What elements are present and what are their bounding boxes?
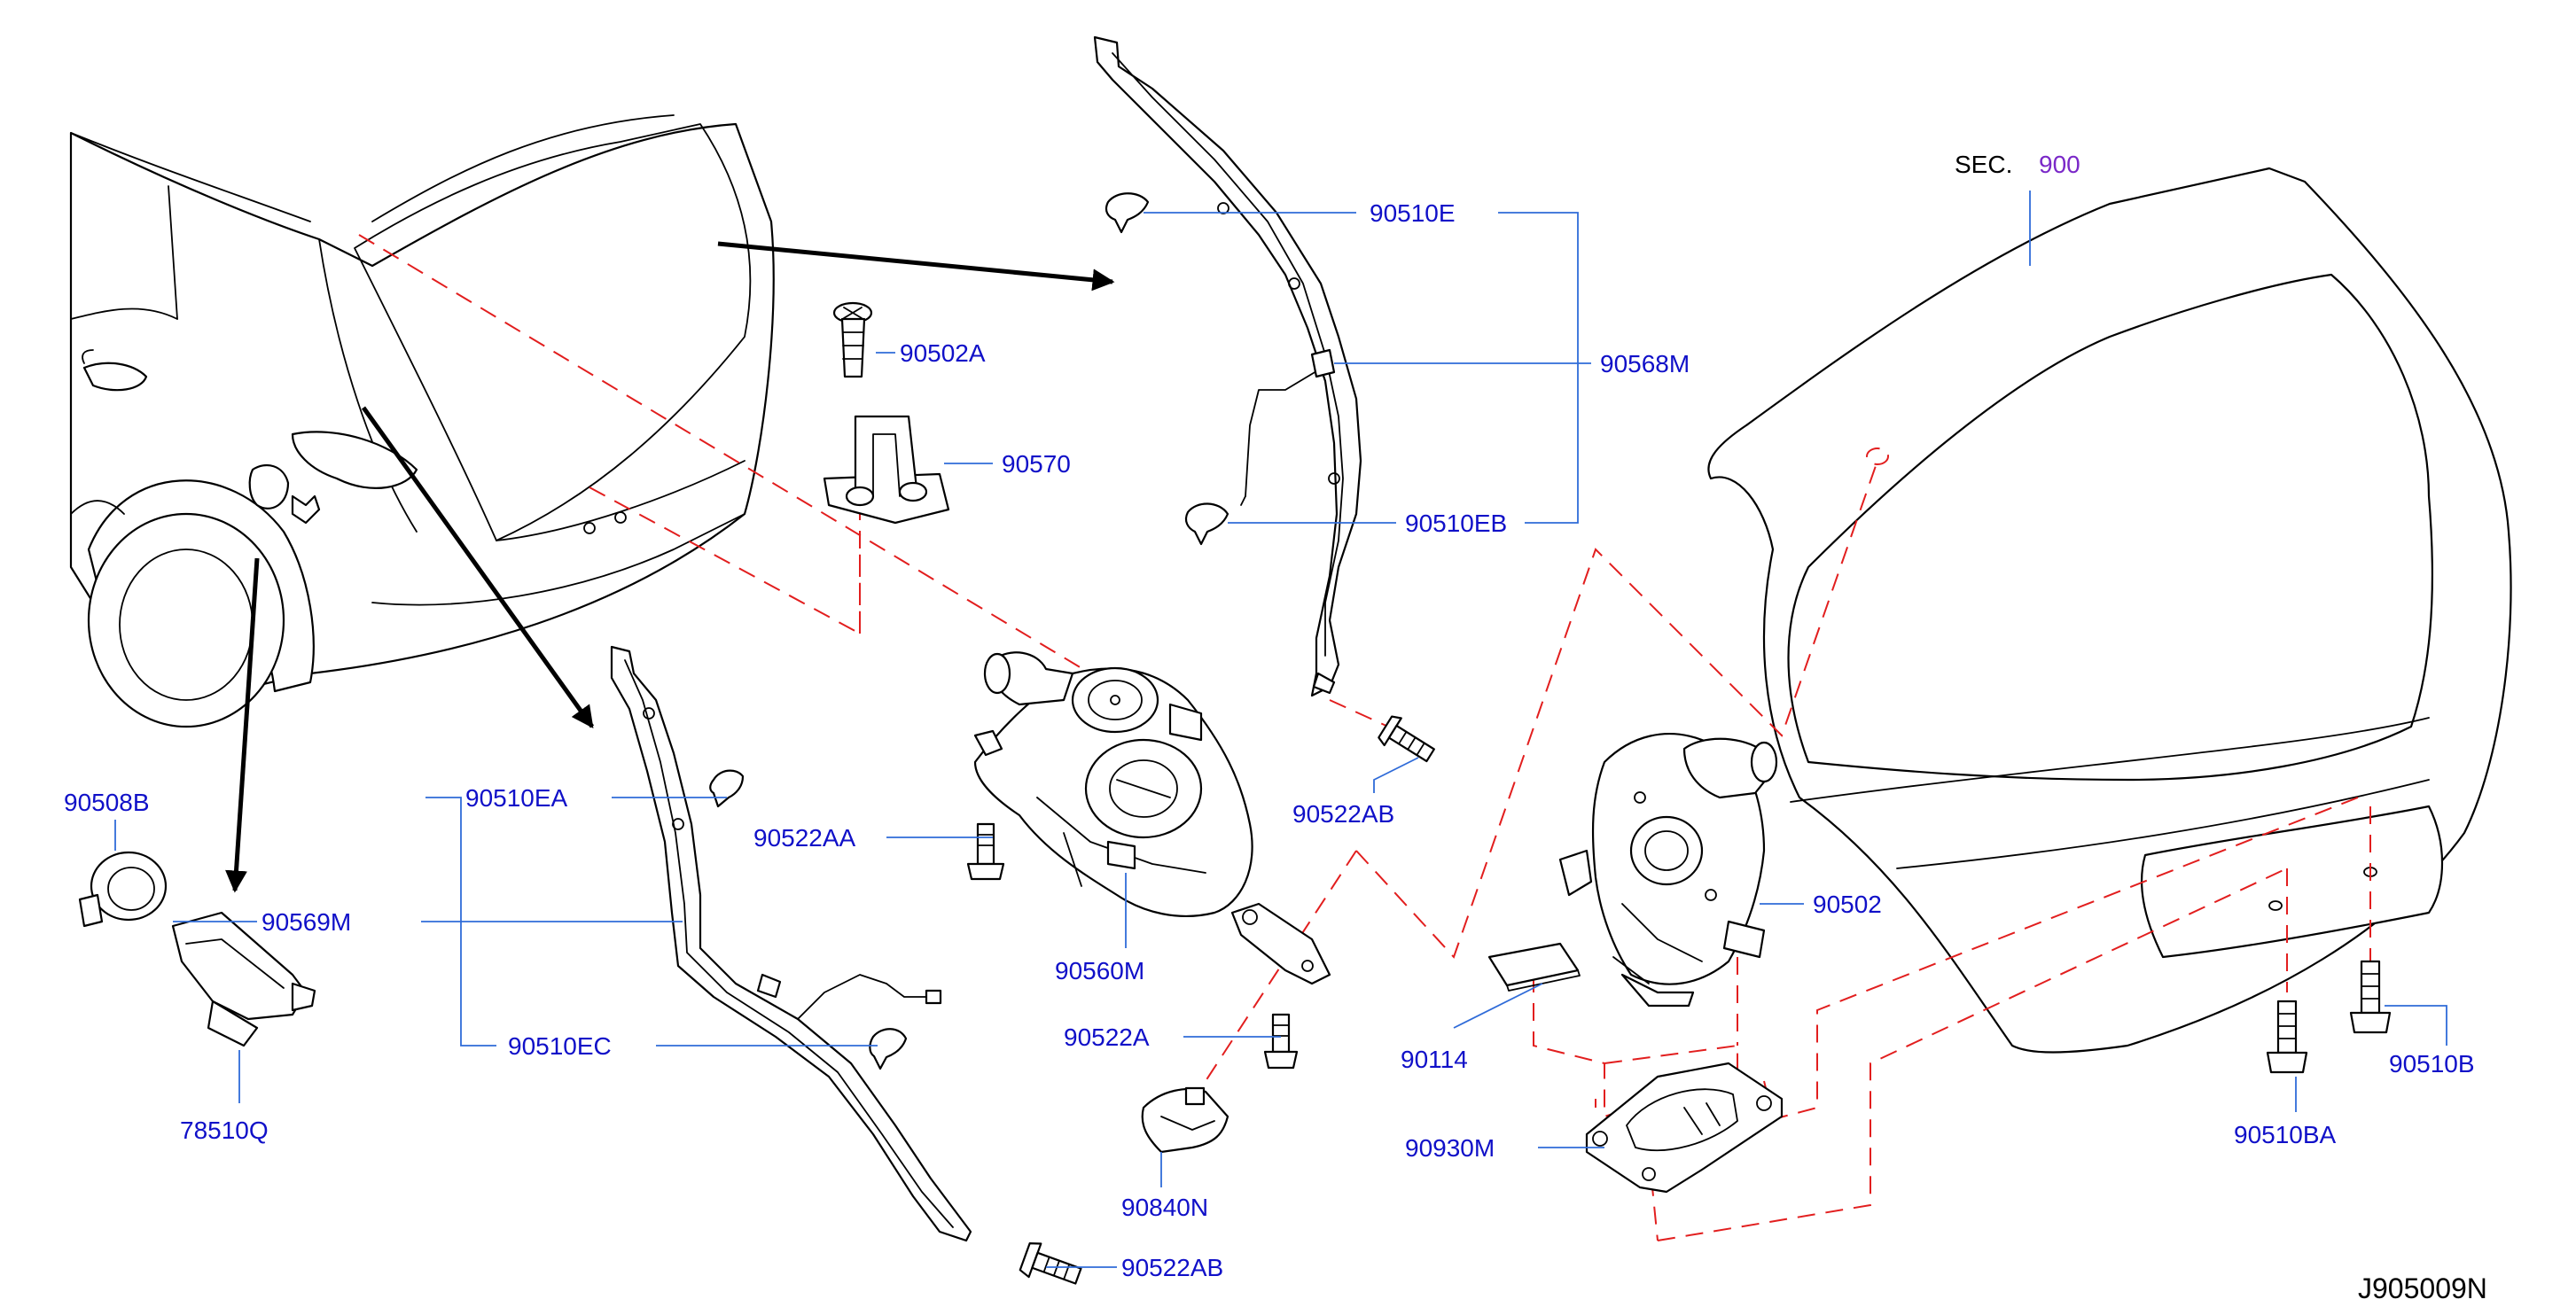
label-90502A[interactable]: 90502A: [900, 339, 986, 367]
upper-harness-drawing: [1093, 35, 1362, 697]
lower-harness-drawing: [610, 645, 972, 1242]
label-90502[interactable]: 90502: [1813, 891, 1882, 918]
label-90522AB-top[interactable]: 90522AB: [1292, 800, 1394, 828]
label-90510EC[interactable]: 90510EC: [508, 1032, 612, 1060]
label-90930M[interactable]: 90930M: [1405, 1134, 1495, 1162]
striker-drawing: [823, 301, 950, 525]
part-labels: 90510E 90568M 90510EB 90502A 90570 90522…: [64, 151, 2487, 1304]
label-90522A[interactable]: 90522A: [1064, 1023, 1150, 1051]
label-90568M[interactable]: 90568M: [1600, 350, 1690, 377]
section-number[interactable]: 900: [2039, 151, 2080, 178]
bracket-drawing: [1141, 1086, 1229, 1154]
label-90510EA[interactable]: 90510EA: [465, 784, 568, 812]
section-prefix: SEC.: [1955, 151, 2012, 178]
diagram-id: J905009N: [2358, 1272, 2487, 1304]
label-90510E[interactable]: 90510E: [1370, 199, 1456, 227]
label-90508B[interactable]: 90508B: [64, 789, 150, 816]
leader-lines: [114, 191, 2447, 1268]
door-lock-actuator-drawing: [973, 651, 1331, 985]
label-90522AB-bottom[interactable]: 90522AB: [1121, 1254, 1223, 1281]
label-78510Q[interactable]: 78510Q: [180, 1117, 269, 1144]
label-90510B[interactable]: 90510B: [2389, 1050, 2475, 1078]
sensor-drawing: [78, 851, 316, 1047]
back-door-illustration: [1707, 167, 2512, 1054]
back-door-lock-drawing: [1558, 733, 1778, 1008]
label-90569M[interactable]: 90569M: [262, 908, 351, 936]
pad-drawing: [1487, 942, 1581, 992]
vehicle-body-illustration: [69, 114, 775, 728]
label-90510EB[interactable]: 90510EB: [1405, 510, 1507, 537]
bolt-drawings: [966, 715, 2392, 1285]
arrow-to-sensor: [225, 557, 260, 893]
label-90522AA[interactable]: 90522AA: [753, 824, 856, 852]
direction-arrows: [225, 241, 1115, 893]
label-90114[interactable]: 90114: [1401, 1046, 1468, 1073]
label-90560M[interactable]: 90560M: [1055, 957, 1144, 984]
label-90840N[interactable]: 90840N: [1121, 1194, 1208, 1221]
label-90510BA[interactable]: 90510BA: [2234, 1121, 2337, 1148]
label-90570[interactable]: 90570: [1002, 450, 1071, 478]
arrow-to-upper-harness: [717, 241, 1115, 292]
cover-drawing: [1585, 1062, 1784, 1194]
arrow-to-lower-harness: [361, 406, 595, 729]
